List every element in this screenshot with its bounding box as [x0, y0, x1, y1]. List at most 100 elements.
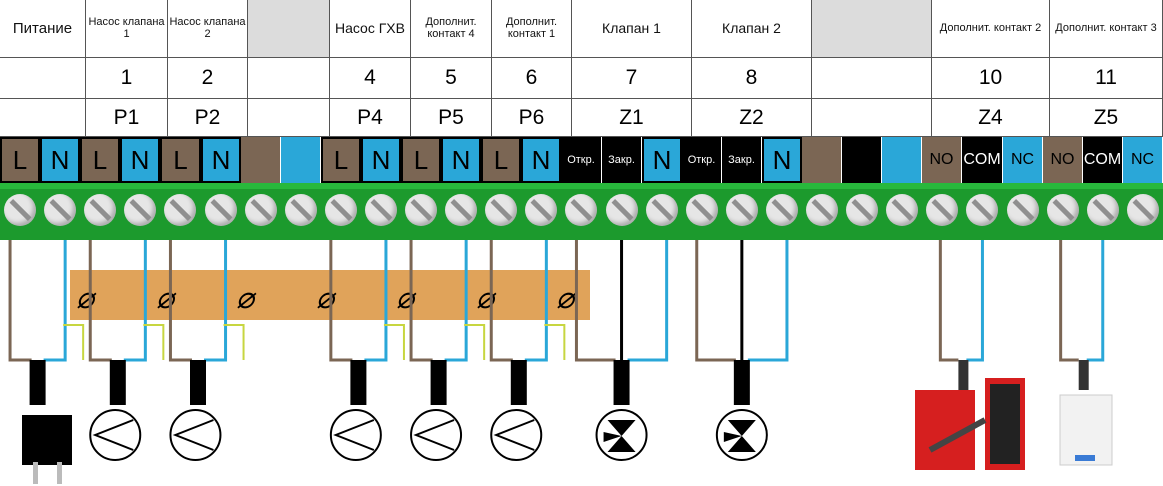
- earth-symbol: ⌀: [76, 282, 97, 315]
- wire-live: [329, 240, 353, 362]
- column-number: [812, 58, 932, 99]
- column-code: Z5: [1050, 99, 1163, 137]
- column-number: 4: [330, 58, 411, 99]
- terminal-screw: [84, 194, 116, 226]
- terminal-label: L: [80, 137, 120, 183]
- pump-arrow: [493, 419, 535, 451]
- terminal-screw: [766, 194, 798, 226]
- terminal-screw: [886, 194, 918, 226]
- terminal-label: N: [441, 137, 481, 183]
- terminal-label: L: [0, 137, 40, 183]
- column-code: [812, 99, 932, 137]
- wire-earth: [464, 324, 486, 360]
- earth-symbol: ⌀: [556, 282, 577, 315]
- cable: [510, 360, 527, 405]
- boiler-door: [990, 384, 1020, 464]
- column-header: Дополнит. контакт 2: [932, 0, 1050, 58]
- valve-side: [603, 432, 622, 442]
- wire-neutral: [43, 240, 67, 362]
- boiler-display: [1075, 455, 1095, 461]
- terminal-label: L: [160, 137, 201, 183]
- pump-arrow: [92, 419, 134, 451]
- terminal-label: L: [321, 137, 361, 183]
- terminal-screw: [525, 194, 557, 226]
- earth-symbol: ⌀: [476, 282, 497, 315]
- terminal-screw: [846, 194, 878, 226]
- column-header: Дополнит. контакт 3: [1050, 0, 1163, 58]
- column-code: [0, 99, 86, 137]
- column-header: Насос ГХВ: [330, 0, 411, 58]
- wire-live: [409, 240, 433, 362]
- cable: [109, 360, 126, 405]
- terminal-label: COM: [1083, 137, 1123, 183]
- terminal-screw: [686, 194, 718, 226]
- cable: [1078, 360, 1089, 390]
- column-code: P6: [492, 99, 572, 137]
- wire-com: [966, 240, 984, 362]
- pump-arrow: [172, 419, 214, 451]
- wire-earth: [143, 324, 165, 360]
- wire-earth: [383, 324, 405, 360]
- wire-open: [695, 240, 736, 362]
- terminal-screw: [646, 194, 678, 226]
- terminal-label: NO: [1043, 137, 1083, 183]
- wire-earth: [63, 324, 85, 360]
- wire-live: [88, 240, 112, 362]
- terminal-label: Откр.: [682, 137, 722, 183]
- terminal-label: N: [40, 137, 80, 183]
- valve-side: [723, 432, 742, 442]
- terminal-label: Закр.: [602, 137, 642, 183]
- column-number: 6: [492, 58, 572, 99]
- terminal-screw: [245, 194, 277, 226]
- cable: [958, 360, 969, 390]
- wire-no: [938, 240, 959, 362]
- terminal-screw: [1007, 194, 1039, 226]
- column-number: 5: [411, 58, 492, 99]
- terminal-screw: [565, 194, 597, 226]
- cable: [190, 360, 206, 405]
- cable: [613, 360, 630, 405]
- terminal-label: L: [481, 137, 521, 183]
- terminal-label: [241, 137, 281, 183]
- terminal-label: N: [361, 137, 401, 183]
- column-header: Питание: [0, 0, 86, 58]
- terminal-label: Откр.: [561, 137, 602, 183]
- cable: [29, 360, 46, 405]
- column-code: P4: [330, 99, 411, 137]
- column-header: Дополнит. контакт 4: [411, 0, 492, 58]
- terminal-screw: [124, 194, 156, 226]
- terminal-label: N: [642, 137, 682, 183]
- wire-neutral: [364, 240, 388, 362]
- terminal-label: N: [120, 137, 160, 183]
- wire-live: [168, 240, 192, 362]
- earth-symbol: ⌀: [396, 282, 417, 315]
- terminal-label: NC: [1123, 137, 1163, 183]
- terminal-label: [842, 137, 882, 183]
- wire-neutral: [627, 240, 669, 362]
- wire-neutral: [123, 240, 147, 362]
- cable: [430, 360, 447, 405]
- terminal-screw: [1087, 194, 1119, 226]
- earth-symbol: ⌀: [316, 282, 337, 315]
- terminal-screw: [966, 194, 998, 226]
- terminal-screw: [205, 194, 237, 226]
- terminal-label: L: [401, 137, 441, 183]
- wire-neutral: [524, 240, 548, 362]
- terminal-screw: [365, 194, 397, 226]
- column-number: 2: [168, 58, 248, 99]
- terminal-label: Закр.: [722, 137, 762, 183]
- column-header: Насос клапана 2: [168, 0, 248, 58]
- column-header: Насос клапана 1: [86, 0, 168, 58]
- column-number: 11: [1050, 58, 1163, 99]
- terminal-screw: [325, 194, 357, 226]
- column-header: Клапан 2: [692, 0, 812, 58]
- terminal-screw: [606, 194, 638, 226]
- terminal-label: NO: [922, 137, 962, 183]
- terminal-screw: [806, 194, 838, 226]
- terminal-screw: [1127, 194, 1159, 226]
- wire-live: [489, 240, 513, 362]
- terminal-label: [281, 137, 321, 183]
- plug-pin: [33, 462, 38, 484]
